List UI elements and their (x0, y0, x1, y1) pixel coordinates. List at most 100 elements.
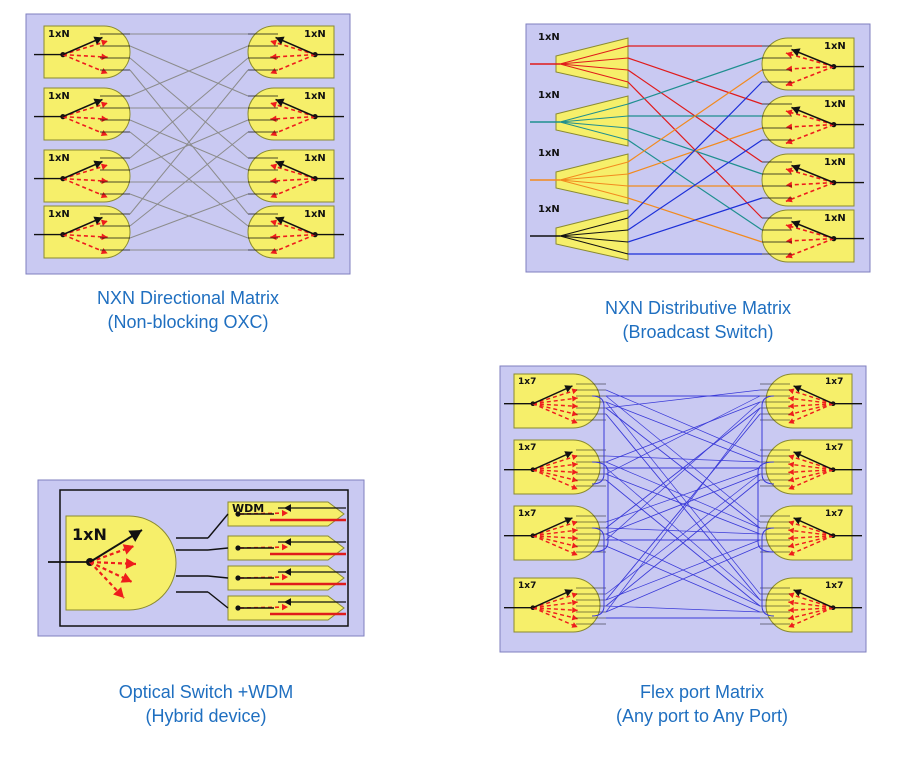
fan-arrow (532, 535, 578, 548)
splitter-branch (559, 229, 629, 237)
fan-arrow (532, 601, 578, 609)
mesh-fiber (605, 401, 761, 463)
switch-arm-head (791, 164, 801, 173)
fan-arrow (785, 65, 835, 87)
module-label: 1xN (304, 29, 326, 40)
fan-arrow (785, 237, 834, 242)
wdm-port-dot (235, 511, 241, 517)
red-arrowhead (788, 614, 795, 621)
red-arrowhead (785, 237, 793, 245)
fan-arrow (788, 535, 834, 548)
switch-module: 1x7 (765, 373, 862, 429)
mesh-fiber (605, 479, 761, 607)
switch-output-fiber (207, 513, 229, 539)
broadcast-fiber (627, 81, 763, 219)
red-arrowhead (122, 544, 134, 555)
fan-arrow (62, 220, 108, 236)
fan-arrow (270, 177, 316, 182)
mesh-fiber (605, 401, 761, 541)
switch-module: 1xN (34, 25, 131, 79)
fan-arrow (270, 40, 316, 56)
switch-module: 1xN (761, 153, 864, 207)
fan-arrow (788, 463, 834, 471)
broadcast-fiber (627, 57, 763, 105)
splitter-branch (559, 179, 629, 187)
switch-module-body (247, 25, 335, 79)
mesh-fiber (605, 407, 761, 529)
module-label: 1xN (48, 209, 70, 220)
splitter-branch (559, 63, 629, 83)
fan-arrow (62, 115, 108, 137)
red-arrowhead (571, 395, 578, 402)
loop-fiber-right (761, 527, 775, 617)
red-arrowhead (101, 53, 108, 61)
red-arrowhead (125, 558, 136, 570)
broadcast-fiber (627, 127, 763, 175)
flexport-caption-title: Flex port Matrix (639, 682, 765, 702)
red-arrowhead (572, 535, 578, 542)
fan-arrow (532, 468, 578, 474)
red-arrowhead (100, 163, 108, 170)
red-arrowhead (113, 586, 124, 598)
fan-arrow (788, 601, 834, 609)
module-label: 1x7 (518, 377, 536, 387)
splitter-branch (559, 217, 629, 237)
switch-arm (532, 589, 573, 609)
module-label: 1xN (824, 213, 846, 224)
fan-arrow (532, 606, 578, 612)
mesh-fiber (605, 413, 761, 601)
red-arrowhead (270, 219, 278, 226)
red-arrowhead (270, 67, 278, 75)
fan-arrow (785, 181, 835, 203)
mesh-fiber (605, 473, 761, 535)
fan-arrow (788, 592, 834, 609)
switch-arm-head (791, 220, 801, 229)
fan-arrow (270, 233, 316, 238)
red-arrowhead (101, 233, 108, 241)
mesh-fiber (605, 545, 761, 613)
mesh-fiber (605, 407, 761, 613)
module-label: 1xN (824, 99, 846, 110)
splitter-branch (559, 115, 629, 123)
splitter-label: 1xN (538, 204, 560, 215)
wdm-module (176, 535, 346, 561)
switch-module: 1xN (247, 25, 344, 79)
hybrid-caption-title: Optical Switch +WDM (118, 682, 294, 702)
fan-arrow (270, 102, 316, 118)
fan-arrow (532, 388, 578, 405)
red-arrowhead (100, 101, 108, 108)
mesh-fiber (605, 455, 761, 463)
module-label: 1xN (48, 153, 70, 164)
switch-module: 1xN (247, 205, 344, 259)
module-label: 1xN (304, 209, 326, 220)
splitter-branch (559, 173, 629, 181)
directional-caption-subtitle: (Non-blocking OXC) (107, 312, 269, 332)
fan-arrow (785, 123, 835, 145)
splitter-label: 1xN (538, 32, 560, 43)
switch-module: 1x7 (765, 439, 862, 495)
red-arrowhead (270, 191, 278, 199)
switch-arm-head (793, 589, 802, 597)
wdm-black-arrowhead (284, 598, 291, 606)
interconnect-fiber (129, 119, 249, 171)
fan-arrow (785, 52, 834, 68)
red-arrowhead (270, 115, 277, 123)
red-arrowhead (788, 461, 795, 468)
switch-arm (793, 589, 834, 609)
red-arrowhead (270, 177, 277, 185)
splitter-label: 1xN (538, 90, 560, 101)
fan-arrow (788, 469, 834, 490)
fan-arrow (62, 53, 108, 58)
fan-arrow (62, 233, 108, 238)
interconnect-fiber (129, 69, 249, 215)
splitter-branch (559, 121, 629, 129)
red-arrowhead (788, 403, 794, 410)
directional-matrix-caption: NXN Directional Matrix (Non-blocking OXC… (38, 286, 338, 334)
broadcast-fiber (627, 139, 763, 231)
fan-arrow (532, 469, 578, 490)
fan-arrow (532, 607, 578, 628)
fan-arrow (532, 463, 578, 471)
switch-arm-head (128, 530, 142, 542)
splitter-branch (559, 179, 629, 199)
